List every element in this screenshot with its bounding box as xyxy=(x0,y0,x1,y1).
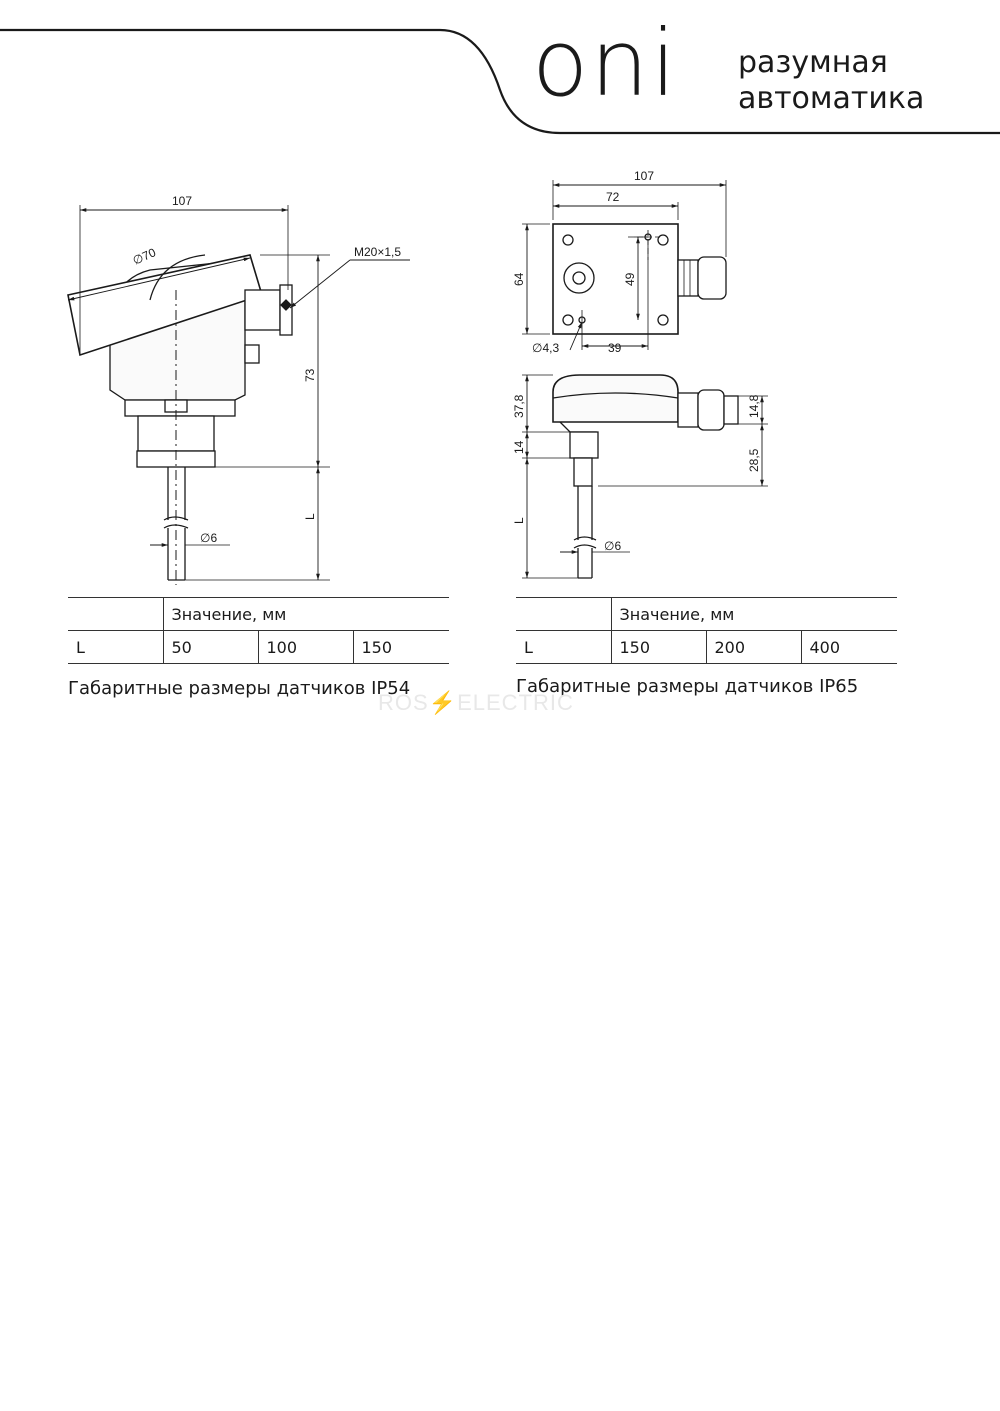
table-header-cell: Значение, мм xyxy=(610,597,897,631)
drawing-ip54: 107 ∅70 M20×1,5 73 L ∅6 xyxy=(67,194,410,585)
header-decoration xyxy=(0,28,1000,135)
table-header-row: Значение, мм xyxy=(516,597,897,631)
brand-logo: oni xyxy=(532,10,679,117)
caption-ip54: Габаритные размеры датчиков IP54 xyxy=(68,678,411,699)
dim-base: 14 xyxy=(512,440,526,454)
dim-height: 64 xyxy=(512,272,526,286)
table-corner-cell xyxy=(516,597,611,631)
table-row-label: L xyxy=(68,630,163,664)
table-cell: 200 xyxy=(705,630,801,664)
dim-diameter: ∅70 xyxy=(131,245,159,268)
dim-thread: M20×1,5 xyxy=(354,245,401,259)
brand-tagline-line1: разумная xyxy=(738,45,888,80)
table-header-cell: Значение, мм xyxy=(162,597,449,631)
dim-inner-width: 72 xyxy=(606,190,620,204)
table-row-label: L xyxy=(516,630,611,664)
table-ip54: Значение, мм L 50 100 150 xyxy=(68,597,449,664)
dim-holes-horizontal: 39 xyxy=(608,341,622,355)
table-cell: 150 xyxy=(610,630,706,664)
dim-offset: 28,5 xyxy=(747,448,761,472)
watermark: ROS⚡ELECTRIC xyxy=(378,690,574,715)
dim-holes-vertical: 49 xyxy=(623,272,637,286)
dim-length: L xyxy=(303,513,317,520)
table-ip65: Значение, мм L 150 200 400 xyxy=(516,597,897,664)
table-cell: 100 xyxy=(257,630,353,664)
dim-stem: ∅6 xyxy=(200,531,217,545)
table-cell: 50 xyxy=(162,630,258,664)
dim-stem: ∅6 xyxy=(604,539,621,553)
table-row: L 150 200 400 xyxy=(516,630,897,664)
dim-hole: ∅4,3 xyxy=(532,341,559,355)
table-corner-cell xyxy=(68,597,163,631)
dim-height: 73 xyxy=(303,368,317,382)
dim-width: 107 xyxy=(172,194,192,208)
dim-cover: 37,8 xyxy=(512,394,526,418)
dim-length: L xyxy=(512,517,526,524)
table-header-row: Значение, мм xyxy=(68,597,449,631)
brand-tagline-line2: автоматика xyxy=(738,81,925,116)
dim-gland: 14,8 xyxy=(747,394,761,418)
drawing-ip65: 107 72 64 49 ∅4,3 39 37,8 14,8 14 28,5 L… xyxy=(512,169,768,579)
table-cell: 400 xyxy=(800,630,897,664)
dim-width: 107 xyxy=(634,169,654,183)
table-row: L 50 100 150 xyxy=(68,630,449,664)
table-cell: 150 xyxy=(352,630,449,664)
caption-ip65: Габаритные размеры датчиков IP65 xyxy=(516,676,859,697)
